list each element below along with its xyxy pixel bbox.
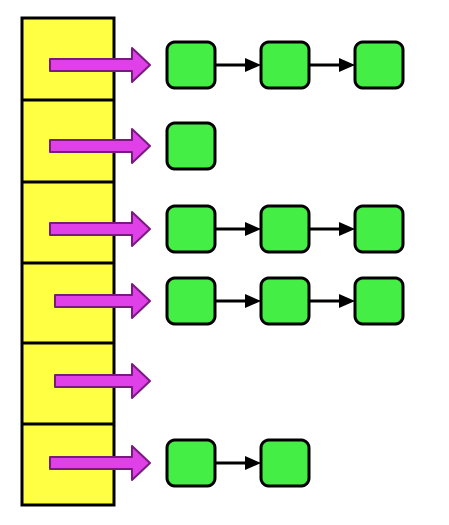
bucket-pointer-arrow xyxy=(49,128,151,164)
chain xyxy=(165,204,405,254)
list-node xyxy=(259,204,311,254)
next-link-arrow xyxy=(215,58,261,72)
bucket-pointer-arrow xyxy=(49,211,151,247)
chain xyxy=(165,40,405,90)
list-node xyxy=(259,276,311,326)
bucket-pointers xyxy=(49,47,151,481)
list-node xyxy=(165,121,217,171)
bucket-pointer-arrow xyxy=(49,47,151,83)
list-node xyxy=(165,40,217,90)
bucket-pointer-arrow xyxy=(54,283,151,319)
chain xyxy=(165,438,311,488)
chain xyxy=(165,276,405,326)
chains xyxy=(165,40,405,488)
bucket-array xyxy=(20,16,116,507)
list-node xyxy=(165,204,217,254)
chain xyxy=(165,121,217,171)
bucket-pointer-arrow xyxy=(49,445,151,481)
next-link-arrow xyxy=(309,294,355,308)
list-node xyxy=(353,204,405,254)
list-node xyxy=(353,276,405,326)
next-link-arrow xyxy=(215,456,261,470)
list-node xyxy=(353,40,405,90)
next-link-arrow xyxy=(215,294,261,308)
next-link-arrow xyxy=(309,222,355,236)
list-node xyxy=(165,438,217,488)
list-node xyxy=(259,40,311,90)
next-link-arrow xyxy=(309,58,355,72)
list-node xyxy=(165,276,217,326)
list-node xyxy=(259,438,311,488)
bucket-pointer-arrow xyxy=(54,363,151,399)
next-link-arrow xyxy=(215,222,261,236)
